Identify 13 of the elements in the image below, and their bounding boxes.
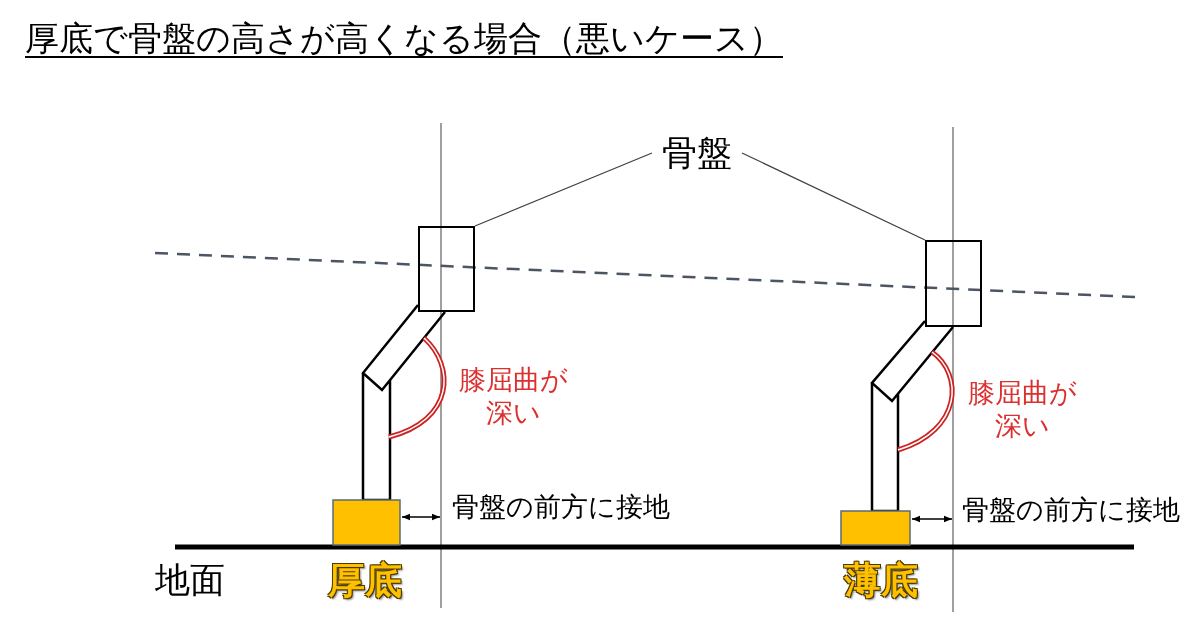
- leader-line: [474, 152, 653, 227]
- sole-label: 薄底: [844, 561, 918, 601]
- diagram-title: 厚底で骨盤の高さが高くなる場合（悪いケース）: [25, 19, 783, 60]
- pelvis-box: [418, 226, 475, 312]
- annotation-text: 膝屈曲が深い: [457, 363, 569, 429]
- annotation-text: 膝屈曲が深い: [966, 376, 1078, 442]
- annotation-text: 骨盤の前方に接地: [962, 495, 1180, 525]
- pelvis-box: [925, 240, 982, 327]
- annotation-text: 骨盤の前方に接地: [452, 492, 670, 522]
- part-label: 骨盤: [652, 132, 742, 174]
- sole-label: 厚底: [328, 561, 402, 601]
- ground-label: 地面: [155, 560, 225, 600]
- leader-line: [741, 152, 926, 241]
